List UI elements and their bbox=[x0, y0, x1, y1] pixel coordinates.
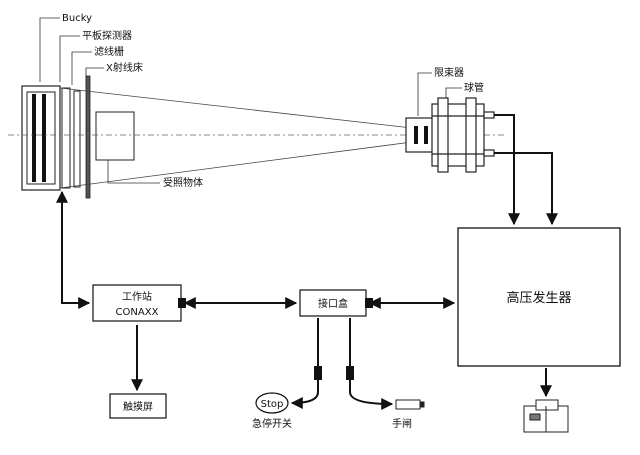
label-workstation-1: 工作站 bbox=[122, 290, 152, 303]
label-generator: 高压发生器 bbox=[506, 290, 571, 306]
junction-box bbox=[299, 289, 367, 317]
workstation-box bbox=[92, 284, 182, 322]
bucky-plate-2 bbox=[42, 94, 46, 182]
label-workstation-2: CONAXX bbox=[116, 307, 159, 318]
cable-ferrite-1 bbox=[314, 366, 322, 380]
label-stop: Stop bbox=[261, 399, 284, 410]
bucky-inner bbox=[26, 91, 56, 185]
console-device-icon bbox=[523, 399, 569, 433]
connection-wires bbox=[56, 114, 558, 410]
label-handswitch: 手闸 bbox=[392, 417, 412, 430]
cable-ferrite-4 bbox=[365, 298, 373, 308]
label-emergency-stop: 急停开关 bbox=[252, 417, 292, 430]
cable-ferrite-3 bbox=[178, 298, 186, 308]
label-xray-bed: X射线床 bbox=[106, 61, 143, 74]
label-collimator: 限束器 bbox=[434, 67, 464, 79]
bucky-assembly bbox=[21, 75, 91, 199]
label-flat-panel: 平板探测器 bbox=[82, 29, 132, 42]
handswitch-icon bbox=[395, 399, 425, 410]
label-grid: 滤线栅 bbox=[94, 45, 124, 58]
anti-scatter-grid bbox=[73, 90, 81, 188]
label-tube: 球管 bbox=[464, 81, 484, 94]
stop-button-icon bbox=[255, 392, 289, 414]
label-junction-box: 接口盒 bbox=[318, 297, 348, 310]
label-touchscreen: 触摸屏 bbox=[123, 400, 153, 413]
high-voltage-generator bbox=[457, 227, 621, 367]
xray-table bbox=[85, 75, 91, 199]
xray-beam bbox=[59, 87, 413, 189]
xray-tube bbox=[431, 97, 495, 173]
bucky-plate-1 bbox=[32, 94, 36, 182]
touchscreen-box bbox=[109, 393, 167, 419]
label-subject: 受照物体 bbox=[163, 176, 203, 189]
collimator bbox=[405, 117, 437, 153]
cable-ferrite-2 bbox=[346, 366, 354, 380]
subject-object bbox=[95, 111, 135, 161]
flat-panel-detector bbox=[61, 87, 71, 189]
label-bucky: Bucky bbox=[62, 13, 92, 24]
